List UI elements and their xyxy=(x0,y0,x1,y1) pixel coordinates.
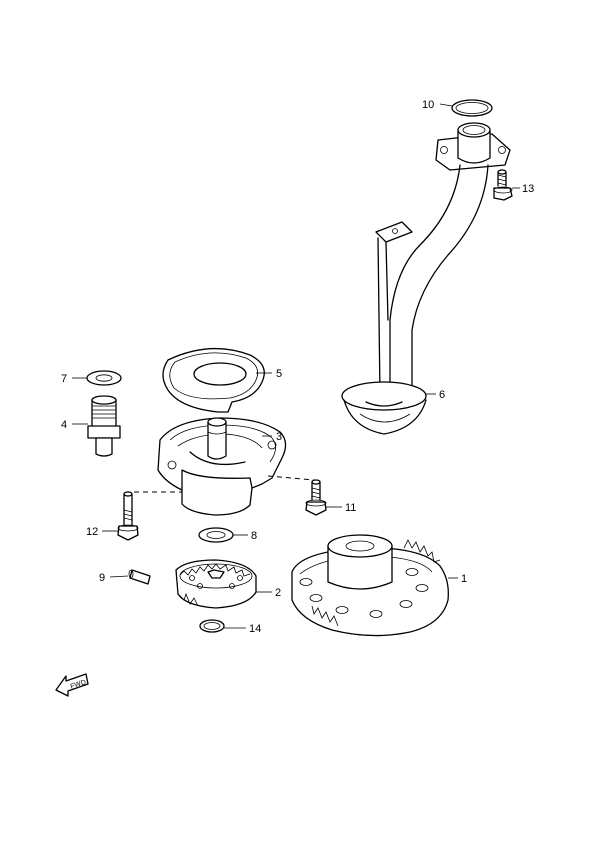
fwd-arrow-icon: FWD xyxy=(55,673,89,697)
part-13-bolt xyxy=(493,169,513,201)
callout-10: 10 xyxy=(422,99,434,111)
callout-11: 11 xyxy=(345,502,356,514)
callout-13: 13 xyxy=(522,183,534,195)
part-5-gasket xyxy=(162,347,265,413)
callout-3: 3 xyxy=(276,431,282,443)
part-4-fitting xyxy=(87,395,121,457)
part-10-o-ring xyxy=(451,99,493,117)
part-7-washer xyxy=(86,370,122,386)
callout-1: 1 xyxy=(461,573,467,585)
callout-9: 9 xyxy=(99,572,105,584)
part-2-inner-rotor xyxy=(175,559,257,609)
callout-labels: 10 13 5 6 7 4 3 11 12 8 9 2 1 14 xyxy=(61,99,534,635)
callout-8: 8 xyxy=(251,530,257,542)
part-11-bolt xyxy=(305,479,327,516)
part-3-pump-body xyxy=(157,417,287,516)
callout-14: 14 xyxy=(249,623,261,635)
part-12-bolt xyxy=(117,491,139,541)
callout-6: 6 xyxy=(439,389,445,401)
leader-lines xyxy=(72,103,520,629)
part-1-outer-gear xyxy=(291,534,449,637)
callout-4: 4 xyxy=(61,419,67,431)
callout-5: 5 xyxy=(276,368,282,380)
fwd-label: FWD xyxy=(70,679,87,691)
alignment-line-right xyxy=(267,475,315,481)
part-8-washer xyxy=(198,527,234,543)
callout-12: 12 xyxy=(86,526,98,538)
part-6-oil-strainer xyxy=(341,122,511,435)
part-14-o-ring xyxy=(199,619,225,633)
part-9-pin xyxy=(128,569,151,585)
callout-7: 7 xyxy=(61,373,67,385)
callout-2: 2 xyxy=(275,587,281,599)
